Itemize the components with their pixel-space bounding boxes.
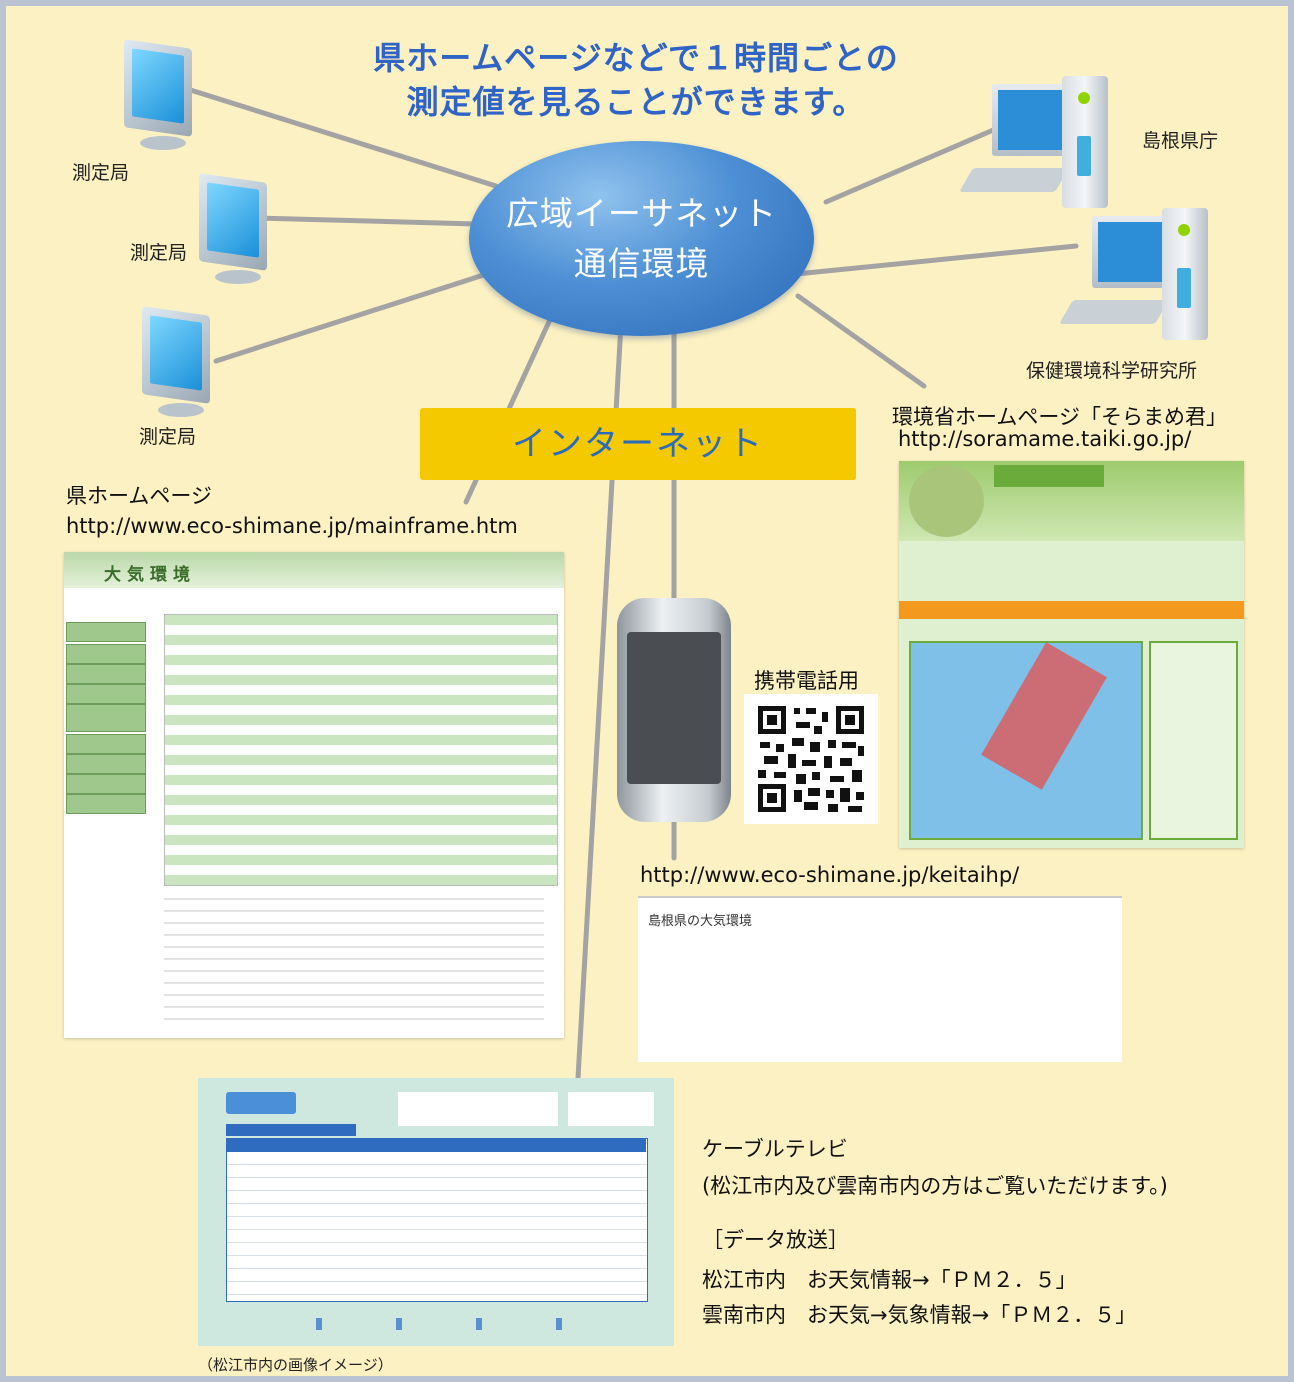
cable-tv-area-note: (松江市内及び雲南市内の方はご覧いただけます。) <box>702 1174 1168 1198</box>
mobile-site-url[interactable]: http://www.eco-shimane.jp/keitaihp/ <box>640 863 1020 887</box>
cable-tv-caption: （松江市内の画像イメージ） <box>198 1356 393 1374</box>
station-monitor-icon-2 <box>191 173 291 298</box>
station-monitor-icon-1 <box>116 39 216 164</box>
data-broadcast-label: ［データ放送］ <box>702 1228 849 1252</box>
unnan-instructions: 雲南市内 お天気→気象情報→「ＰＭ２．５」 <box>702 1303 1137 1327</box>
diagram-title: 県ホームページなどで１時間ごとの 測定値を見ることができます。 <box>373 39 899 121</box>
station-label-2: 測定局 <box>130 242 188 264</box>
pref-screenshot-heading: 大気環境 <box>104 565 196 585</box>
prefectural-office-pc-icon <box>959 76 1116 216</box>
matsue-instructions: 松江市内 お天気情報→「ＰＭ２．５」 <box>702 1268 1077 1292</box>
cable-tv-title: ケーブルテレビ <box>702 1137 848 1161</box>
cable-tv-screenshot <box>198 1078 674 1346</box>
pref-homepage-title: 県ホームページ <box>66 484 212 508</box>
station-monitor-icon-3 <box>134 306 234 431</box>
ministry-site-url[interactable]: http://soramame.taiki.go.jp/ <box>898 427 1192 451</box>
research-institute-pc-icon <box>1059 208 1216 348</box>
mobile-site-screenshot: 島根県の大気環境 <box>638 896 1122 1062</box>
mobile-label: 携帯電話用 <box>754 669 859 693</box>
prefectural-office-label: 島根県庁 <box>1142 130 1219 152</box>
mobile-screenshot-heading: 島根県の大気環境 <box>648 914 753 929</box>
station-label-1: 測定局 <box>72 162 130 184</box>
research-institute-label: 保健環境科学研究所 <box>1026 360 1198 382</box>
ministry-site-title: 環境省ホームページ「そらまめ君」 <box>892 405 1227 429</box>
internet-box: インターネット <box>420 408 856 480</box>
ministry-site-screenshot <box>899 461 1244 848</box>
pref-homepage-url[interactable]: http://www.eco-shimane.jp/mainframe.htm <box>66 514 518 538</box>
ethernet-hub: 広域イーサネット 通信環境 <box>469 141 814 336</box>
pref-homepage-screenshot: 大気環境 <box>64 552 564 1038</box>
mobile-phone-icon <box>617 598 731 822</box>
station-label-3: 測定局 <box>139 426 197 448</box>
qr-code-icon[interactable] <box>744 694 878 824</box>
